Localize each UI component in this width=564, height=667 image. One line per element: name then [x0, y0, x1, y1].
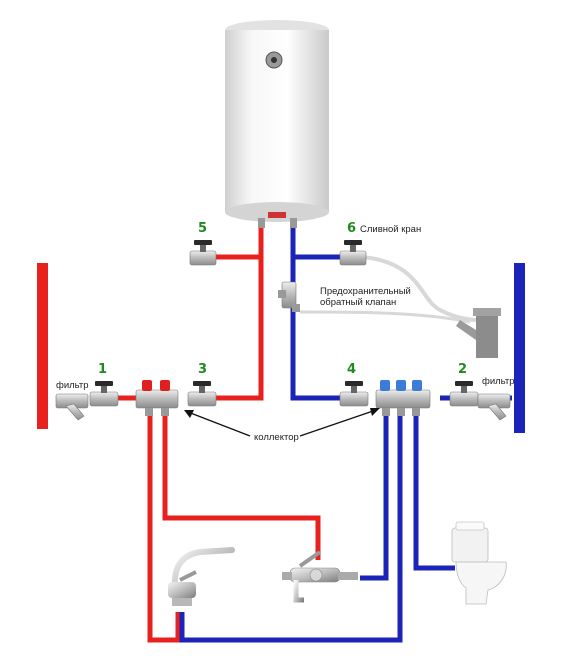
filter-left-label: фильтр [56, 380, 89, 391]
valve-1 [89, 381, 119, 407]
drain-hose [361, 255, 479, 322]
valve-number-6: 6 [347, 221, 356, 236]
valve-number-4: 4 [347, 362, 356, 377]
valve-number-3: 3 [198, 362, 207, 377]
valve-2 [449, 381, 479, 407]
filter-right-icon [477, 393, 511, 421]
safety-valve-icon [278, 281, 300, 312]
kitchen-faucet-icon [168, 547, 235, 606]
valve-6 [339, 240, 367, 266]
safety-valve-label-2: обратный клапан [320, 297, 396, 308]
arrow-head-right [370, 408, 380, 416]
hot-riser [37, 263, 48, 429]
valve-number-2: 2 [458, 362, 467, 377]
hot-collector [135, 380, 179, 416]
safety-drain-hose [299, 310, 471, 324]
cold-collector [375, 380, 431, 416]
valve-5 [189, 240, 217, 266]
valve-number-1: 1 [98, 362, 107, 377]
filter-left-icon [55, 393, 89, 421]
collector-label: коллектор [254, 432, 299, 443]
hot-pipes [118, 228, 321, 643]
toilet-icon [451, 521, 507, 605]
safety-valve-label-1: Предохранительный [320, 286, 411, 297]
water-heater-icon [225, 20, 329, 228]
filter-right-label: фильтр [482, 376, 515, 387]
valve-3 [187, 381, 217, 407]
drain-valve-label: Сливной кран [360, 224, 421, 235]
cold-riser [514, 263, 525, 433]
bath-mixer-icon [282, 550, 358, 603]
valve-number-5: 5 [198, 221, 207, 236]
sewer-tee-icon [456, 308, 501, 358]
valve-4 [339, 381, 369, 407]
arrow-head-left [184, 410, 194, 418]
collector-arrows [187, 409, 377, 437]
